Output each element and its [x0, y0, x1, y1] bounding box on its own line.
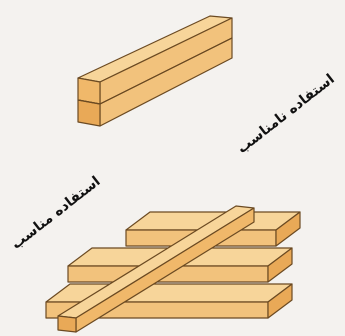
proper-stack: [46, 206, 300, 332]
improper-stack: [78, 16, 232, 126]
